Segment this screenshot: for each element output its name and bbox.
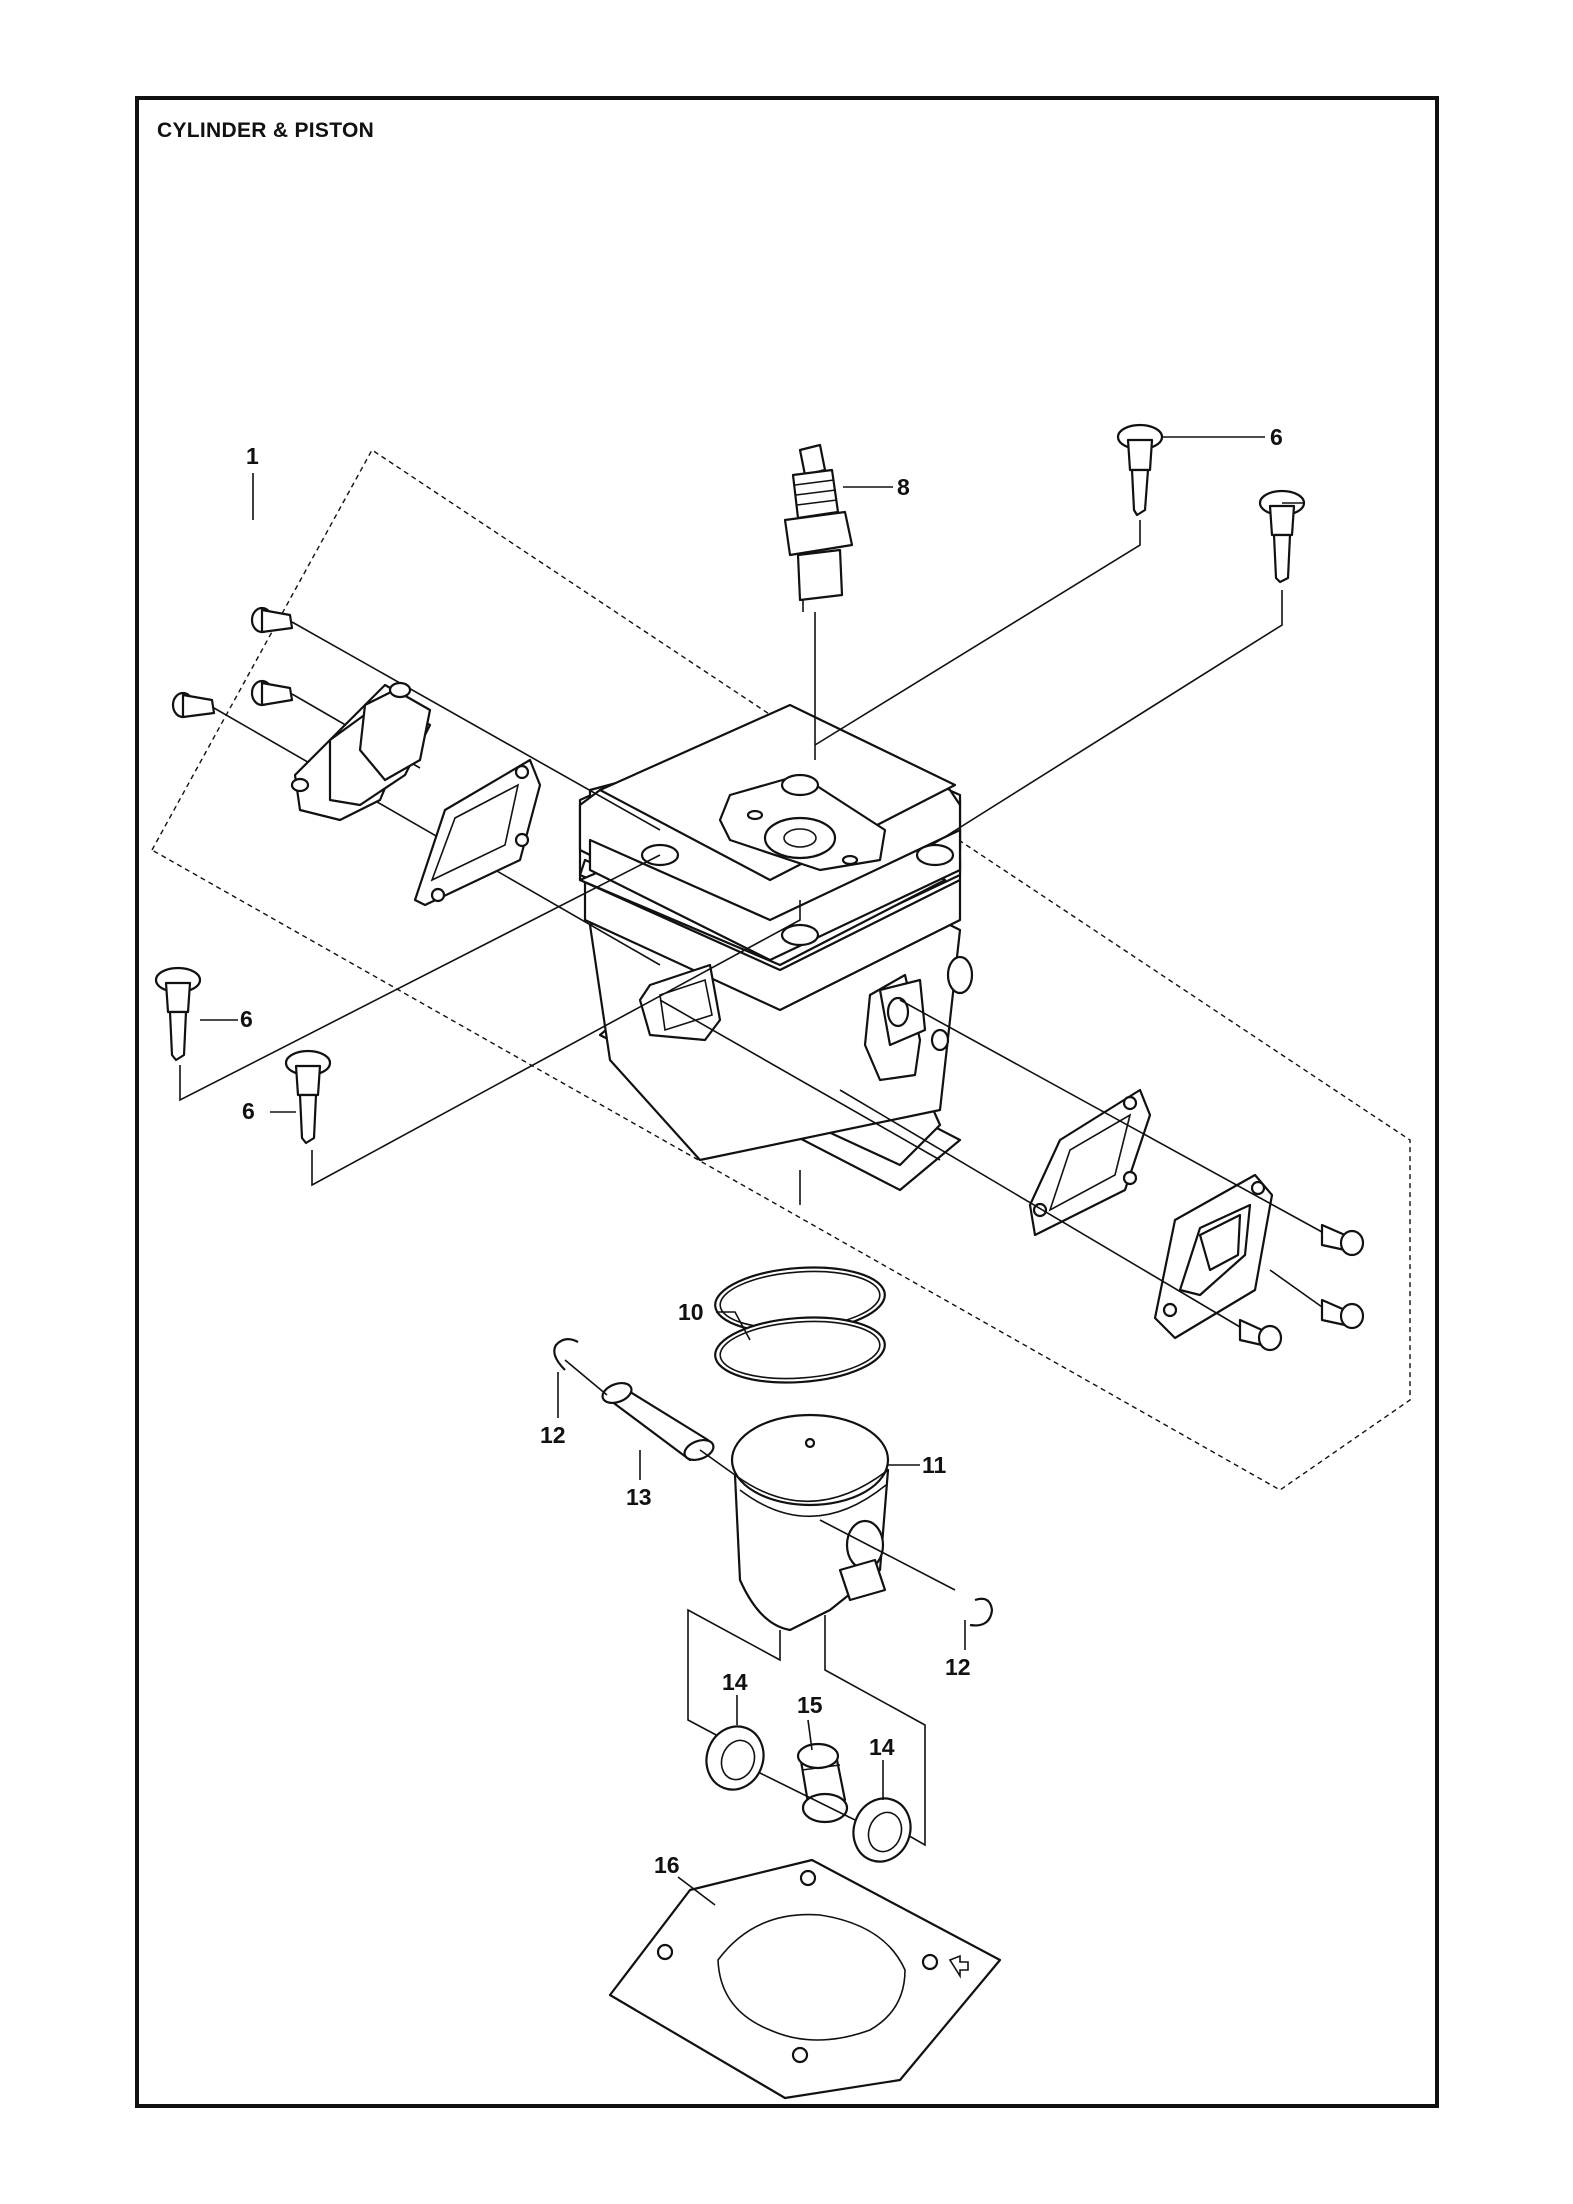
callout-8: 8 — [897, 474, 910, 500]
right-gasket — [1028, 1088, 1152, 1237]
cylinder — [578, 703, 974, 1205]
callout-14-left: 14 — [722, 1669, 748, 1695]
piston-rings — [714, 1266, 886, 1384]
left-gasket — [413, 758, 542, 907]
screw-6-left-b — [284, 900, 801, 1187]
needle-bearing — [796, 1742, 849, 1824]
callout-12-left: 12 — [540, 1422, 566, 1448]
callout-12-right: 12 — [945, 1654, 971, 1680]
callout-14-right: 14 — [869, 1734, 895, 1760]
thrust-washer-left — [705, 1725, 765, 1791]
thrust-washer-right — [852, 1797, 912, 1863]
right-flange-screws — [839, 999, 1365, 1352]
bearing-brackets — [687, 1608, 926, 1847]
callout-6-left-b: 6 — [242, 1098, 255, 1124]
callout-leaders — [200, 436, 1304, 1906]
callout-6-top: 6 — [1270, 424, 1283, 450]
callout-15: 15 — [797, 1692, 823, 1718]
callout-10: 10 — [678, 1299, 704, 1325]
circlip-right — [969, 1597, 994, 1627]
callout-13: 13 — [626, 1484, 652, 1510]
screw-6-left-a — [154, 854, 661, 1102]
diagram-frame — [135, 96, 1439, 2108]
assembly-outline — [151, 448, 1411, 1491]
base-gasket — [608, 1858, 1002, 2100]
piston-pin — [601, 1382, 736, 1476]
screw-6-top-a — [814, 423, 1164, 746]
piston — [730, 1413, 956, 1632]
spark-plug — [783, 443, 854, 760]
circlip-left — [553, 1338, 608, 1396]
callout-1: 1 — [246, 443, 259, 469]
screw-6-top-b — [931, 489, 1306, 846]
callout-11: 11 — [922, 1452, 947, 1478]
page-title: CYLINDER & PISTON — [157, 119, 375, 142]
callout-16: 16 — [654, 1852, 680, 1878]
callout-6-left-a: 6 — [240, 1006, 253, 1032]
right-exhaust-flange — [1153, 1173, 1274, 1340]
left-intake-flange — [290, 681, 432, 822]
